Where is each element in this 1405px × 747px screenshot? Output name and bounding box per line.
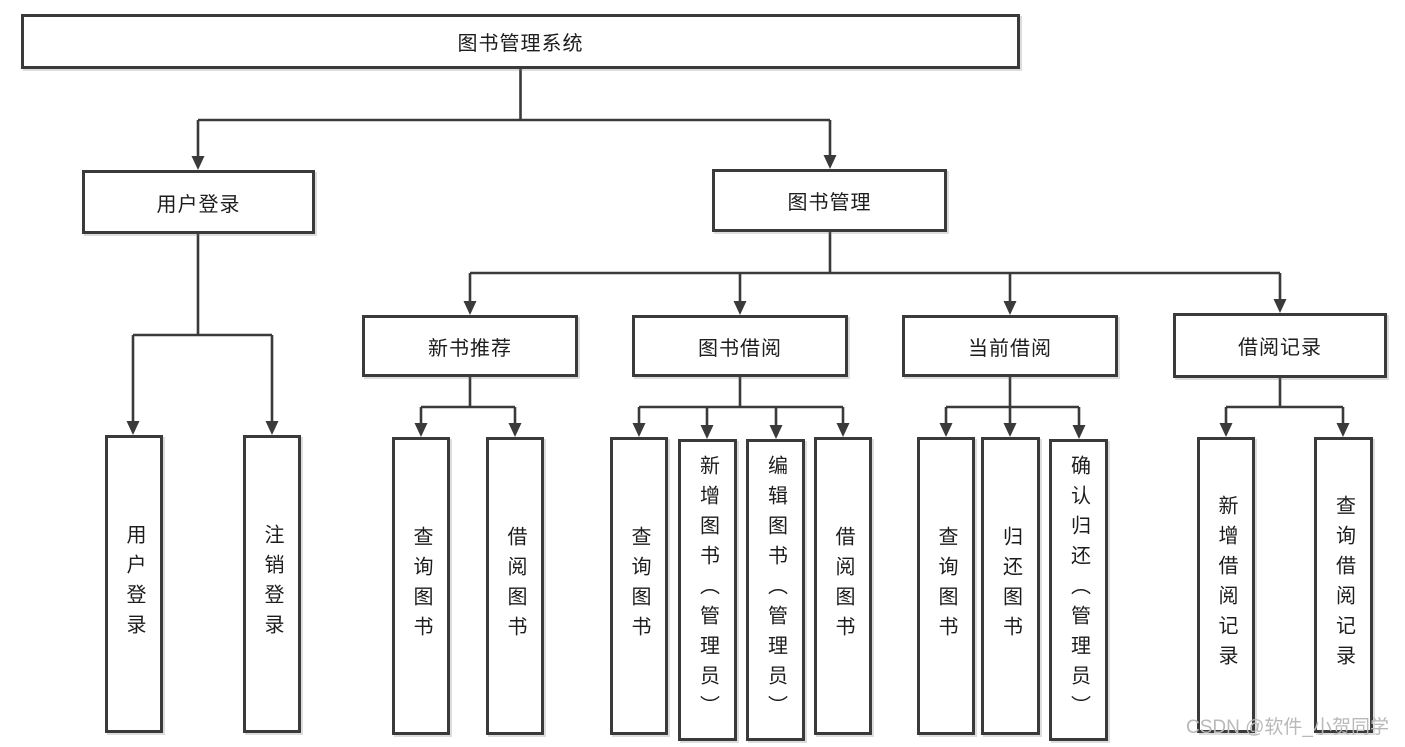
leaf-add-borrow-record: 新增借阅记录 — [1197, 437, 1255, 733]
node-book-management-label: 图书管理 — [787, 192, 872, 214]
leaf-query-borrow-record-label: 查询借阅记录 — [1332, 495, 1355, 675]
leaf-logout-label: 注销登录 — [261, 524, 283, 644]
connector-current-borrow-branch — [944, 377, 1081, 427]
leaf-borrow-books: 借阅图书 — [814, 437, 872, 735]
connector-book-borrow-branch — [637, 377, 845, 427]
node-borrow-records: 借阅记录 — [1173, 313, 1387, 378]
connector-book-management-branch — [468, 232, 1282, 303]
node-current-borrow-label: 当前借阅 — [968, 337, 1052, 360]
leaf-query-books-recommend-label: 查询图书 — [410, 526, 432, 646]
leaf-query-books-borrow-label: 查询图书 — [628, 526, 650, 646]
node-current-borrow: 当前借阅 — [902, 315, 1118, 377]
leaf-borrow-books-label: 借阅图书 — [832, 526, 854, 646]
leaf-query-books-borrow: 查询图书 — [610, 437, 668, 735]
leaf-user-login-label: 用户登录 — [123, 524, 145, 644]
leaf-query-books-current-label: 查询图书 — [935, 526, 957, 646]
connector-borrow-records-branch — [1224, 378, 1345, 425]
connector-user-login-branch — [131, 234, 274, 423]
node-new-book-recommend-label: 新书推荐 — [428, 337, 512, 360]
node-book-management: 图书管理 — [712, 169, 947, 232]
leaf-user-login: 用户登录 — [105, 435, 163, 733]
node-book-borrow-label: 图书借阅 — [698, 337, 782, 360]
leaf-edit-book-admin-label: 编辑图书（管理员） — [764, 455, 787, 725]
connector-root-branch — [196, 69, 832, 158]
leaf-borrow-books-recommend-label: 借阅图书 — [504, 526, 526, 646]
leaf-query-borrow-record: 查询借阅记录 — [1314, 437, 1373, 733]
leaf-query-books-recommend: 查询图书 — [392, 437, 450, 735]
leaf-add-borrow-record-label: 新增借阅记录 — [1215, 495, 1237, 675]
node-borrow-records-label: 借阅记录 — [1238, 337, 1322, 359]
leaf-confirm-return-admin: 确认归还（管理员） — [1049, 439, 1108, 741]
node-user-login-label: 用户登录 — [156, 193, 241, 216]
leaf-confirm-return-admin-label: 确认归还（管理员） — [1067, 455, 1090, 725]
connector-new-book-branch — [419, 377, 517, 425]
leaf-return-book: 归还图书 — [981, 437, 1040, 735]
csdn-watermark: CSDN @软件_小贺同学 — [1186, 717, 1389, 738]
node-root-library-system: 图书管理系统 — [21, 14, 1020, 69]
leaf-add-book-admin: 新增图书（管理员） — [678, 439, 737, 741]
leaf-add-book-admin-label: 新增图书（管理员） — [696, 455, 719, 725]
leaf-logout: 注销登录 — [243, 435, 301, 733]
leaf-return-book-label: 归还图书 — [999, 526, 1022, 646]
node-root-label: 图书管理系统 — [457, 33, 584, 55]
node-new-book-recommend: 新书推荐 — [362, 315, 578, 377]
leaf-query-books-current: 查询图书 — [917, 437, 975, 735]
node-book-borrow: 图书借阅 — [632, 315, 848, 377]
leaf-edit-book-admin: 编辑图书（管理员） — [746, 439, 805, 741]
node-user-login: 用户登录 — [82, 170, 315, 234]
leaf-borrow-books-recommend: 借阅图书 — [486, 437, 544, 735]
